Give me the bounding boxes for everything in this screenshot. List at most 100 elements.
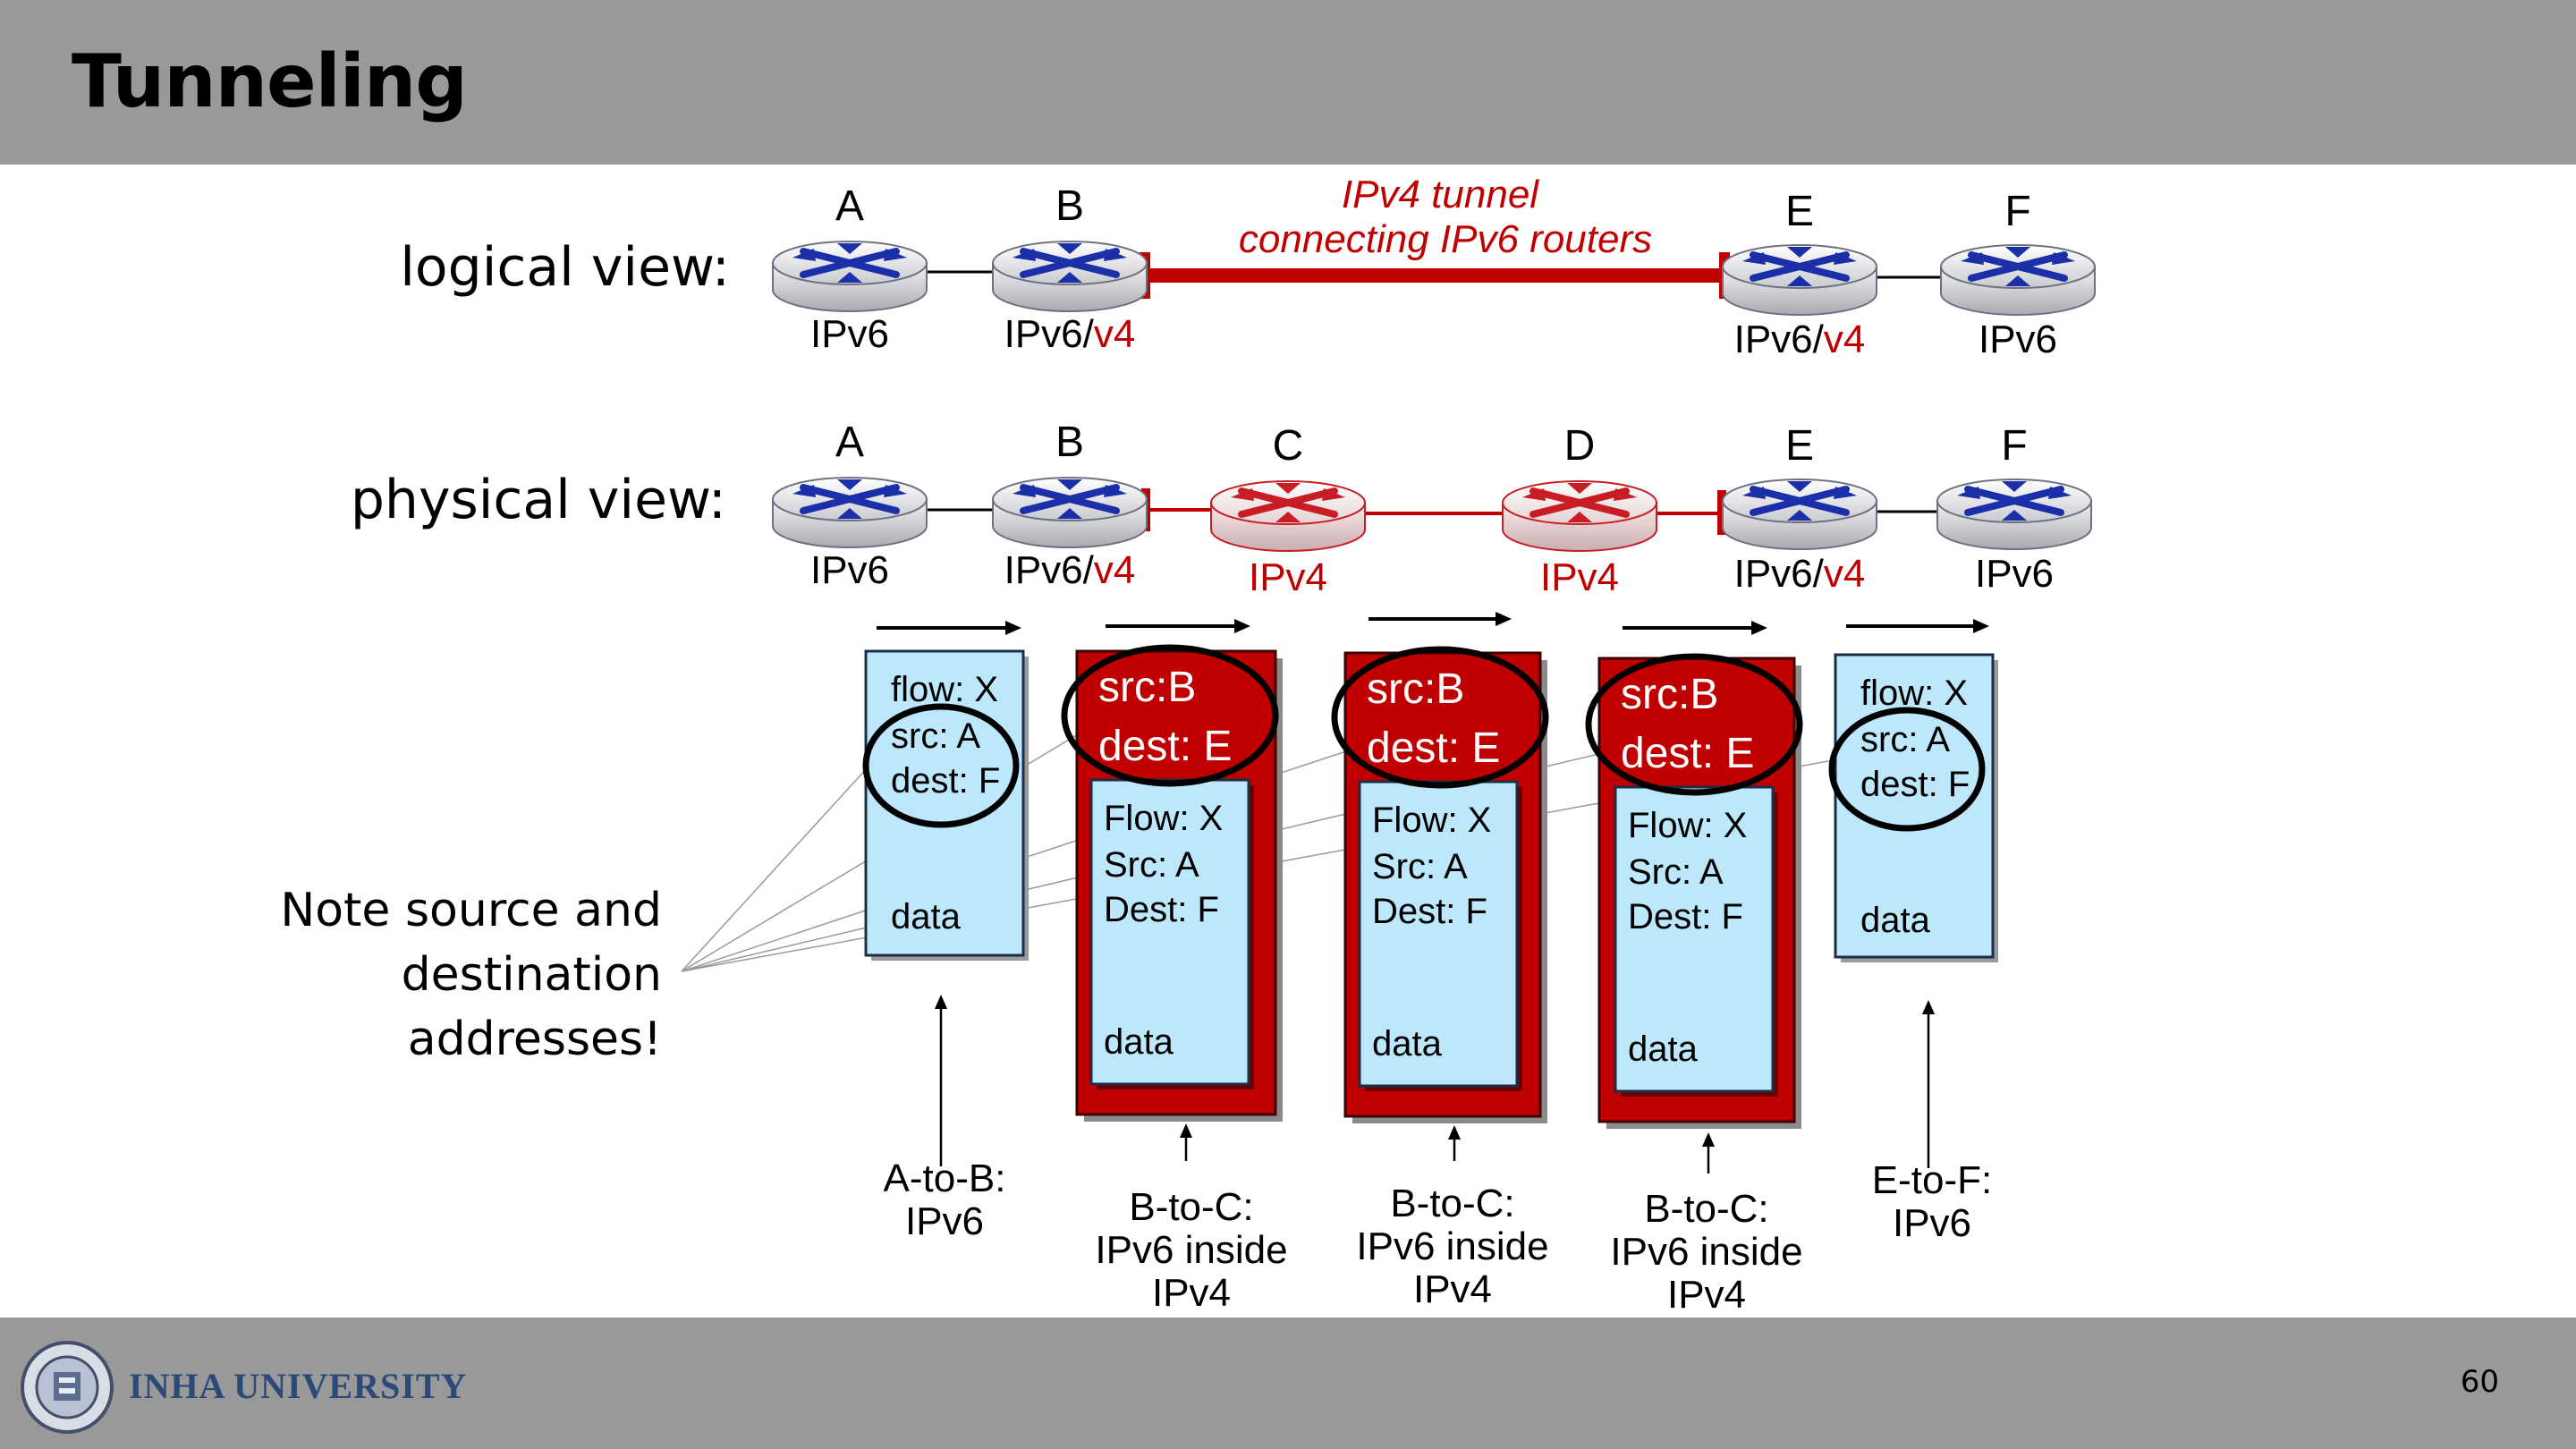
packet-3-caption-line-2: IPv6 inside (1356, 1224, 1548, 1268)
packet-1-dest: dest: F (891, 761, 1000, 801)
packet-3-inner-ipv6-datagram (1358, 780, 1519, 1088)
physical-router-e-name: E (1785, 422, 1814, 470)
packet-5-dest: dest: F (1860, 765, 1970, 804)
packet-2-pointer-arrow-head (1180, 1123, 1192, 1138)
direction-arrowhead-3 (1496, 612, 1512, 626)
packet-4-pointer-arrow-head (1702, 1132, 1715, 1147)
packet-3-address-highlight (1331, 646, 1549, 789)
packet-2-caption-line-3: IPv4 (1152, 1271, 1231, 1315)
direction-arrowhead-2 (1234, 619, 1250, 633)
packet-5-caption-line-2: IPv6 (1893, 1201, 1971, 1245)
packet-4-dest: Dest: F (1628, 897, 1743, 936)
note-line-3: addresses! (407, 1013, 662, 1066)
packet-3-flow: Flow: X (1372, 801, 1491, 840)
packet-2-inner-ipv6-datagram (1089, 778, 1250, 1086)
physical-router-f-icon (1936, 479, 2092, 550)
logical-router-f-icon (1940, 244, 2096, 316)
packet-1-pointer-arrow-head (935, 995, 947, 1009)
slide-footer (0, 1318, 2576, 1449)
physical-router-e-type: IPv6/v4 (1734, 552, 1866, 596)
packet-2-address-highlight (1061, 644, 1279, 787)
packet-3-outer-dest: dest: E (1367, 724, 1500, 772)
physical-router-d-type: IPv4 (1540, 555, 1619, 599)
tunnel-caption-line-1: IPv4 tunnel (1342, 173, 1539, 216)
packet-1-address-highlight (862, 703, 1020, 828)
packet-3-caption-line-1: B-to-C: (1390, 1182, 1514, 1225)
packet-1-caption-line-2: IPv6 (905, 1199, 984, 1243)
physical-router-f-name: F (2001, 422, 2027, 470)
packet-3-pointer-arrow-head (1448, 1125, 1461, 1140)
note-line-1: Note source and (280, 884, 662, 937)
physical-router-a-name: A (835, 419, 864, 466)
packet-2-dest: Dest: F (1104, 890, 1219, 929)
direction-arrowhead-4 (1751, 621, 1767, 635)
direction-arrowhead-1 (1005, 621, 1021, 635)
packet-4-caption-line-1: B-to-C: (1644, 1187, 1768, 1231)
packet-2-flow: Flow: X (1104, 799, 1223, 838)
packet-4-address-highlight (1585, 653, 1803, 796)
packet-3-caption-line-3: IPv4 (1413, 1267, 1492, 1311)
slide-title: Tunneling (72, 39, 468, 124)
university-name: INHA UNIVERSITY (129, 1366, 468, 1406)
logical-router-b-type: IPv6/v4 (1004, 312, 1136, 356)
logical-router-a-icon (772, 241, 928, 312)
routers: AIPv6BIPv6/v4EIPv6/v4FIPv6AIPv6BIPv6/v4C… (772, 182, 2096, 599)
logical-router-e-type: IPv6/v4 (1734, 318, 1866, 361)
physical-router-f-type: IPv6 (1975, 552, 2054, 596)
packet-3-data: data (1372, 1024, 1443, 1063)
packet-4-outer-dest: dest: E (1621, 730, 1754, 777)
tunnel-caption-line-2: connecting IPv6 routers (1239, 217, 1652, 261)
packet-3-outer-src: src:B (1367, 665, 1464, 713)
physical-router-c-type: IPv4 (1249, 555, 1327, 599)
packet-4-data: data (1628, 1030, 1699, 1069)
packet-2-outer-dest: dest: E (1098, 723, 1232, 770)
packet-2-data: data (1104, 1022, 1174, 1062)
physical-router-a-icon (772, 477, 928, 548)
packet-4-flow: Flow: X (1628, 806, 1747, 845)
physical-router-c-name: C (1273, 422, 1304, 470)
packet-1-data: data (891, 897, 962, 936)
packet-1-flow: flow: X (891, 670, 998, 709)
logical-router-b-icon (992, 241, 1148, 312)
logical-router-e-name: E (1785, 188, 1814, 235)
packet-5-flow: flow: X (1860, 674, 1968, 713)
logical-router-f-name: F (2004, 188, 2030, 235)
university-seal-icon (21, 1341, 114, 1434)
packet-5-src: src: A (1860, 720, 1950, 759)
physical-router-d-name: D (1564, 422, 1596, 470)
packet-1-caption-line-1: A-to-B: (884, 1157, 1006, 1200)
page-number: 60 (2460, 1364, 2499, 1400)
physical-router-c-icon (1210, 480, 1366, 552)
packet-4-inner-ipv6-datagram (1614, 785, 1775, 1093)
packet-5-data: data (1860, 901, 1931, 940)
packet-2-caption-line-1: B-to-C: (1129, 1185, 1253, 1229)
logical-router-b-name: B (1055, 182, 1084, 230)
logical-router-a-name: A (835, 182, 864, 230)
direction-arrows (877, 612, 1989, 635)
packet-4-caption-line-2: IPv6 inside (1610, 1230, 1802, 1274)
physical-router-b-type: IPv6/v4 (1004, 548, 1136, 592)
packet-5-address-highlight (1828, 707, 1986, 832)
physical-router-d-icon (1502, 480, 1657, 552)
packet-2-outer-src: src:B (1098, 664, 1196, 711)
direction-arrowhead-5 (1973, 619, 1989, 633)
logical-router-e-icon (1722, 244, 1877, 316)
physical-router-e-icon (1722, 479, 1877, 550)
slide-header (0, 0, 2576, 165)
packet-4-caption-line-3: IPv4 (1667, 1273, 1746, 1317)
physical-view-label: physical view: (350, 469, 726, 531)
note-text: Note source and destination addresses! (268, 878, 662, 1072)
packet-2-src: Src: A (1104, 845, 1199, 885)
packet-1-src: src: A (891, 716, 980, 756)
packet-5-caption-line-1: E-to-F: (1872, 1158, 1992, 1202)
packet-5-pointer-arrow-head (1922, 1000, 1935, 1014)
logical-router-f-type: IPv6 (1979, 318, 2057, 361)
note-line-2: destination (401, 948, 662, 1002)
packet-4-outer-src: src:B (1621, 671, 1718, 718)
packet-3-src: Src: A (1372, 847, 1468, 886)
logical-router-a-type: IPv6 (810, 312, 889, 356)
packet-4-src: Src: A (1628, 852, 1724, 892)
packet-3-dest: Dest: F (1372, 892, 1487, 931)
